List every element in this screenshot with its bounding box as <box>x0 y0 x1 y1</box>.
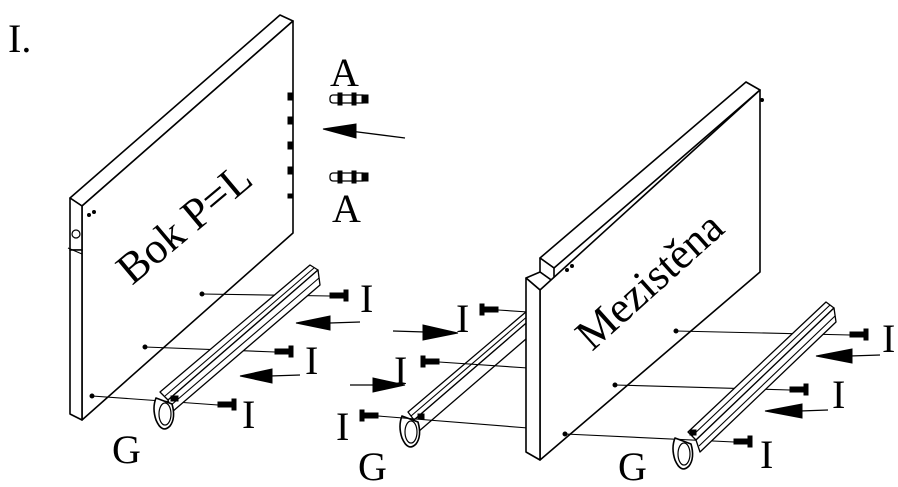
screw-label-8: I <box>832 372 845 417</box>
runner-rail-left <box>153 264 321 430</box>
runner-rail-right <box>672 301 837 470</box>
screw-label-3: I <box>242 392 255 437</box>
dowel-bottom <box>329 170 369 184</box>
dowel-label-bottom: A <box>332 186 361 231</box>
arrows-left-panel <box>239 315 361 384</box>
screw-label-1: I <box>360 276 373 321</box>
arrows-middle <box>350 324 459 393</box>
dowel-holes <box>287 92 294 199</box>
runner-rail-middle <box>399 299 549 448</box>
side-panel: Bok P=L <box>67 14 331 421</box>
runner-label-2: G <box>358 444 387 482</box>
runner-label-3: G <box>618 444 647 482</box>
insert-arrow <box>322 123 406 139</box>
screw-label-2: I <box>305 338 318 383</box>
screw-label-6: I <box>336 404 349 449</box>
screw-label-4: I <box>456 296 469 341</box>
screws-middle <box>359 303 499 422</box>
screw-label-7: I <box>882 316 895 361</box>
dowel-label-top: A <box>330 50 359 95</box>
dowel-top <box>329 92 369 106</box>
screw-label-5: I <box>394 348 407 393</box>
runner-label-1: G <box>112 427 141 472</box>
screws-right <box>733 328 869 448</box>
arrows-right-panel <box>764 348 881 419</box>
divider-panel: Mezistěna <box>525 81 851 461</box>
step-label: I. <box>8 16 31 61</box>
screw-label-9: I <box>760 432 773 477</box>
screws-left <box>217 289 349 411</box>
